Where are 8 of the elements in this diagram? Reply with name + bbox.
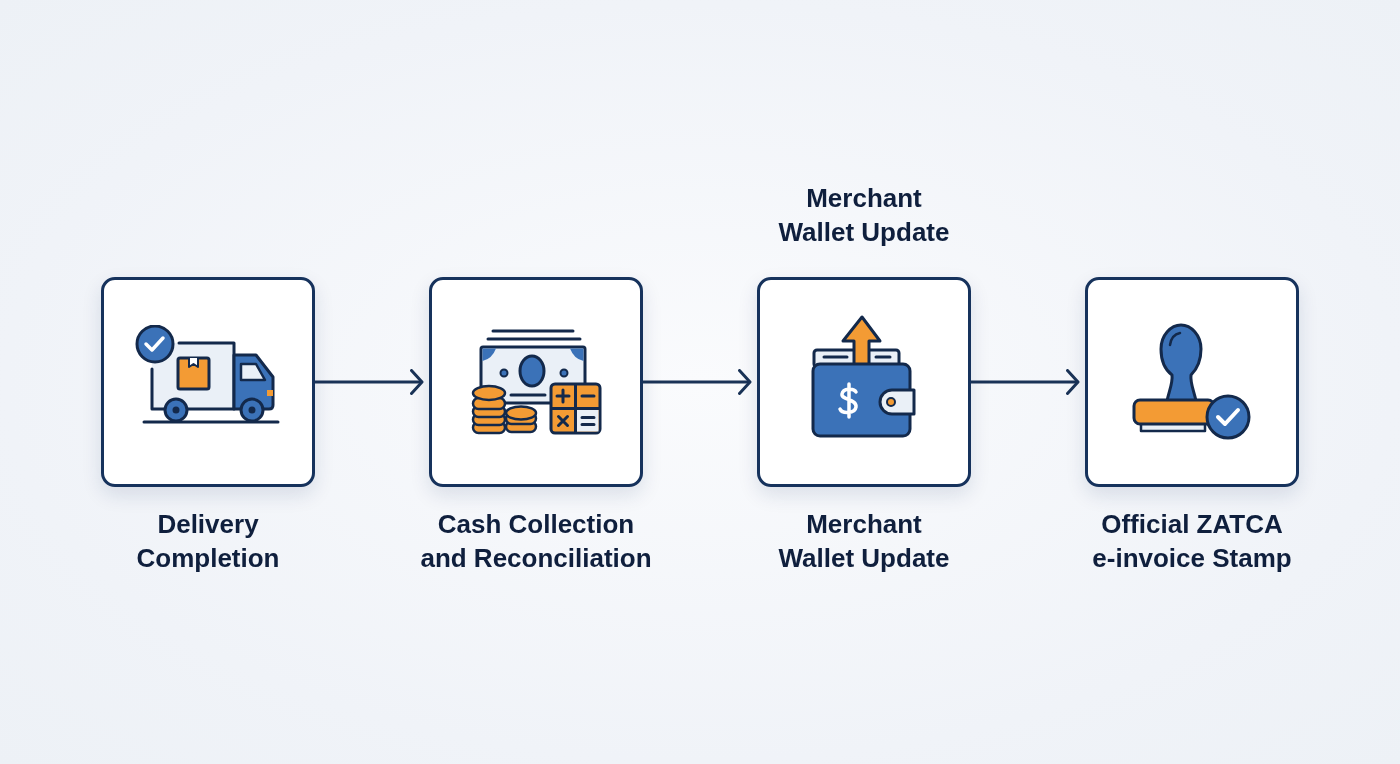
step-caption: Merchant Wallet Update [777, 182, 951, 249]
step-label: Official ZATCA e-invoice Stamp [1091, 508, 1293, 575]
step-label: Delivery Completion [135, 508, 281, 575]
step-label: Merchant Wallet Update [777, 508, 951, 575]
arrow [971, 369, 1080, 395]
arrow [315, 369, 424, 395]
step-label: Cash Collection and Reconciliation [419, 508, 653, 575]
arrow [643, 369, 752, 395]
